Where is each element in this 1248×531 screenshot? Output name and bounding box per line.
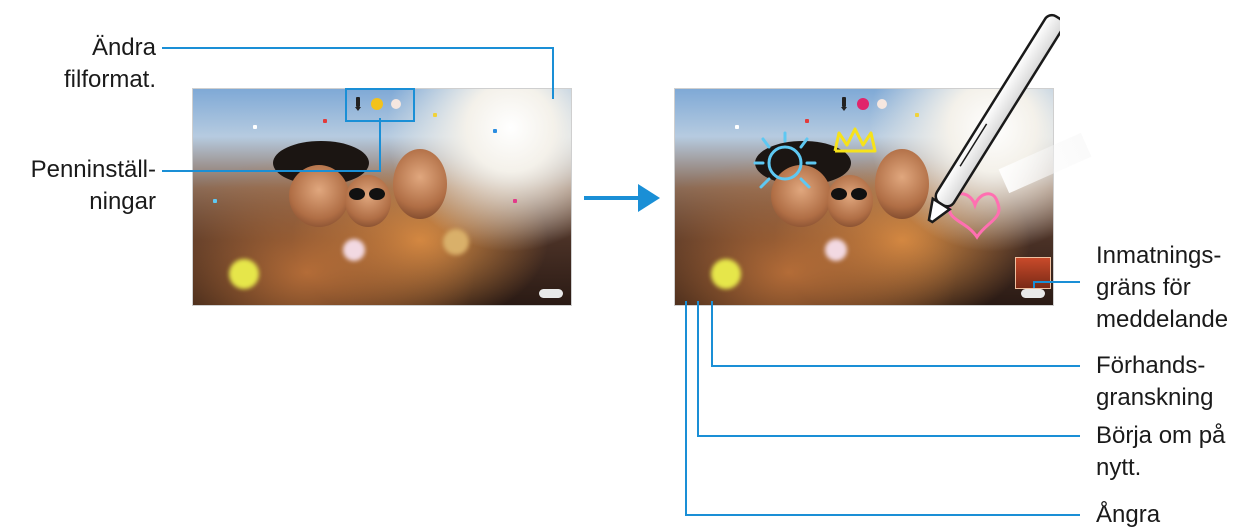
pen-icon[interactable]: [839, 97, 849, 111]
label-preview: Förhands- granskning: [1096, 350, 1213, 414]
sunglasses: [349, 187, 389, 200]
confetti: [323, 119, 327, 123]
pink-color-dot[interactable]: [857, 98, 869, 110]
confetti-blur: [443, 229, 469, 255]
label-line: Börja om på: [1096, 422, 1226, 449]
right-arrow-icon: [584, 184, 660, 212]
label-line: Ändra: [91, 34, 156, 61]
yellow-color-dot[interactable]: [371, 98, 383, 110]
label-input-limit: Inmatnings- gräns för meddelande: [1096, 240, 1228, 336]
confetti: [253, 125, 257, 129]
label-line: ningar: [89, 188, 156, 215]
done-button[interactable]: [539, 289, 563, 298]
doodle-drawings: [753, 127, 1001, 240]
label-change-format: Ändra filformat.: [64, 32, 156, 96]
label-line: gräns för: [1096, 274, 1191, 301]
label-line: meddelande: [1096, 306, 1229, 333]
confetti-blur: [711, 259, 741, 289]
confetti: [513, 199, 517, 203]
confetti: [805, 119, 809, 123]
person-face: [827, 175, 873, 227]
person-face: [289, 165, 349, 227]
confetti: [493, 129, 497, 133]
label-line: Ångra: [1096, 501, 1161, 528]
confetti: [213, 199, 217, 203]
confetti-blur: [229, 259, 259, 289]
sunglasses: [831, 187, 871, 200]
label-line: Förhands-: [1096, 352, 1206, 379]
confetti: [735, 125, 739, 129]
confetti: [915, 113, 919, 117]
light-color-dot[interactable]: [877, 99, 887, 109]
pink-heart-doodle: [947, 192, 1001, 240]
label-line: Penninställ-: [30, 156, 156, 183]
person-face: [393, 149, 447, 219]
confetti-blur: [343, 239, 365, 261]
label-line: filformat.: [63, 66, 156, 93]
done-button[interactable]: [1021, 289, 1045, 298]
left-screen-photo: [192, 88, 572, 306]
label-restart: Börja om på nytt.: [1096, 420, 1225, 484]
drawing-toolbar: [839, 95, 887, 113]
pen-icon[interactable]: [353, 97, 363, 111]
person-face: [875, 149, 929, 219]
person-face: [345, 175, 391, 227]
confetti-blur: [825, 239, 847, 261]
yellow-crown-doodle: [833, 127, 877, 153]
drawing-toolbar: [353, 95, 401, 113]
label-undo: Ångra: [1096, 499, 1160, 531]
confetti: [433, 113, 437, 117]
blue-sun-doodle: [753, 131, 817, 189]
label-line: nytt.: [1096, 454, 1142, 481]
stylus-pen: [927, 13, 1060, 224]
person-face: [771, 165, 831, 227]
light-color-dot[interactable]: [391, 99, 401, 109]
label-pen-settings: Penninställ- ningar: [31, 154, 156, 218]
label-line: granskning: [1096, 384, 1214, 411]
label-line: Inmatnings-: [1096, 242, 1222, 269]
